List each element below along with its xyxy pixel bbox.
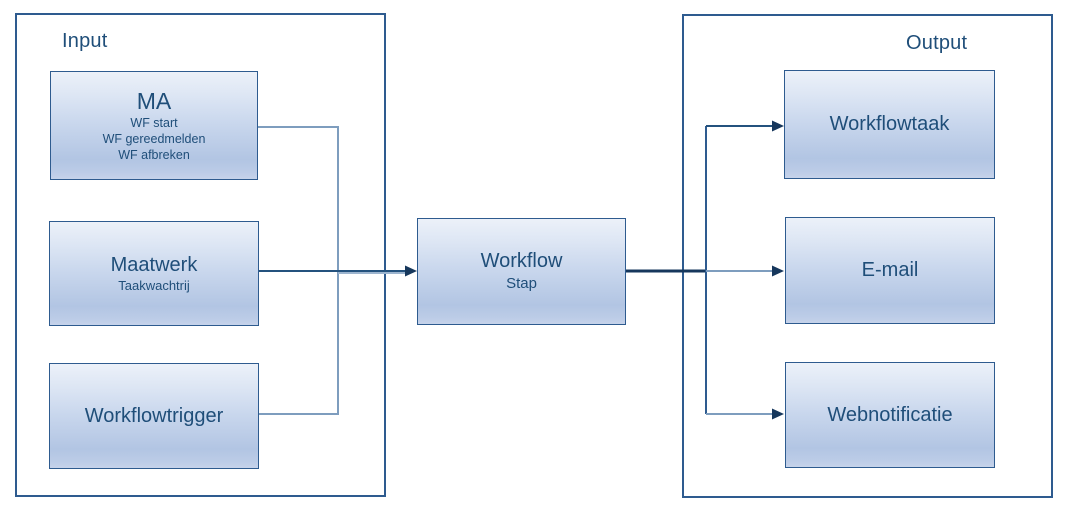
output-group-label: Output	[906, 32, 968, 54]
node-maatwerk-subtitle: Taakwachtrij	[118, 277, 190, 293]
arrowhead-workflow	[405, 265, 417, 277]
input-group-frame	[15, 13, 386, 497]
node-workflowtaak-title: Workflowtaak	[829, 113, 950, 135]
node-maatwerk-title: Maatwerk	[110, 253, 198, 276]
node-workflowtrigger: Workflowtrigger	[49, 363, 259, 469]
node-ma-line-2: WF gereedmelden	[102, 131, 206, 146]
node-workflow-title: Workflow	[480, 250, 563, 273]
node-workflowtrigger-title: Workflowtrigger	[84, 404, 224, 427]
output-group-frame	[682, 14, 1053, 498]
node-ma: MA WF start WF gereedmelden WF afbreken	[50, 71, 258, 180]
node-ma-line-3: WF afbreken	[118, 147, 190, 162]
node-maatwerk: Maatwerk Taakwachtrij	[49, 221, 259, 326]
node-webnotificatie-title: Webnotificatie	[827, 403, 953, 426]
node-email-title: E-mail	[861, 259, 919, 281]
node-webnotificatie: Webnotificatie	[785, 362, 995, 468]
node-workflowtaak: Workflowtaak	[784, 70, 995, 179]
node-workflow: Workflow Stap	[417, 218, 626, 325]
node-ma-title: MA	[136, 88, 172, 115]
node-workflow-subtitle: Stap	[506, 275, 537, 293]
node-email: E-mail	[785, 217, 995, 324]
node-ma-line-1: WF start	[130, 115, 178, 130]
input-group-label: Input	[62, 30, 108, 52]
